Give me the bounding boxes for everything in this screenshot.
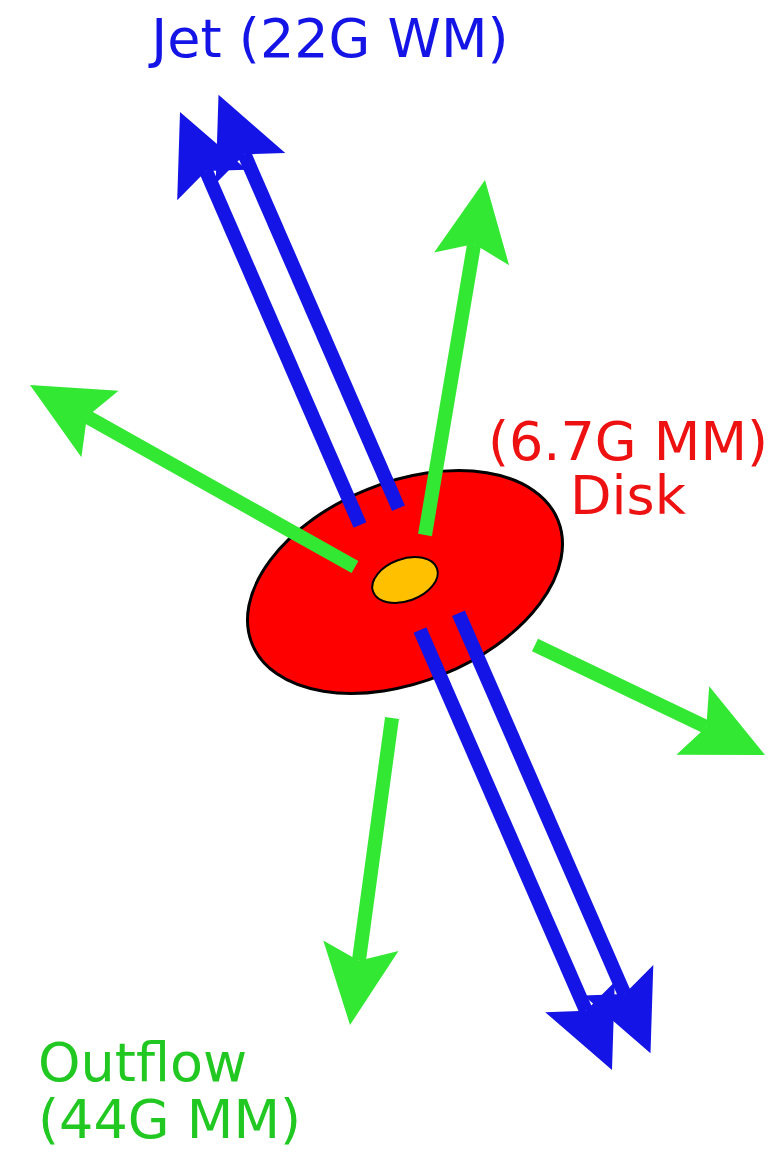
- jet-head: [584, 965, 654, 1053]
- outflow-bar: [425, 244, 474, 535]
- outflow-bar: [359, 718, 392, 961]
- jet-head: [216, 95, 286, 184]
- accretion-disk: [215, 427, 596, 736]
- outflow-head: [323, 941, 398, 1025]
- jet-label: Jet (22G WM): [80, 8, 580, 70]
- outflow-arrows: [30, 180, 765, 1025]
- outflow-label: Outflow (44G MM): [38, 1035, 338, 1148]
- jet-bar: [206, 171, 360, 525]
- outflow-head: [676, 686, 765, 755]
- outflow-bar: [87, 417, 355, 567]
- jet-bar: [420, 630, 586, 1011]
- outflow-bar: [535, 645, 706, 727]
- jet-arrows: [177, 95, 653, 1070]
- disk-ellipse: [215, 427, 596, 736]
- disk-label: (6.7G MM) Disk: [482, 415, 774, 523]
- outflow-head: [30, 385, 119, 457]
- central-star: [366, 549, 444, 612]
- outflow-head: [434, 180, 509, 265]
- jet-bar: [245, 154, 399, 508]
